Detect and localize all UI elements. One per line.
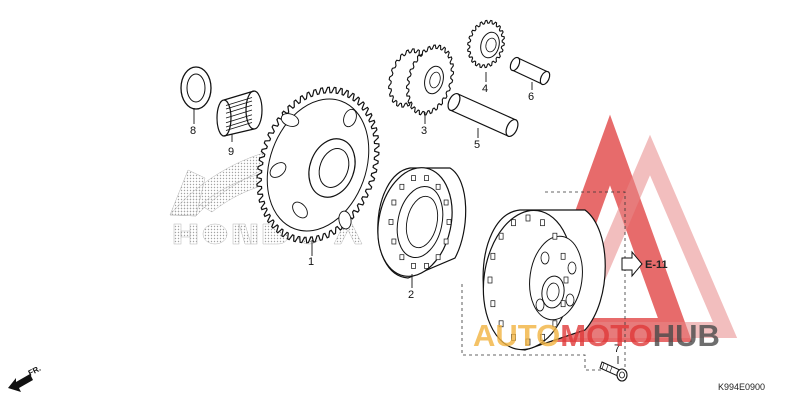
callout-8: 8 xyxy=(190,125,196,137)
callout-9: 9 xyxy=(228,146,234,158)
assembly-dashed-frame xyxy=(461,191,626,371)
watermark-part1: AUTO xyxy=(473,318,560,353)
part-5-shaft xyxy=(447,92,519,138)
front-direction-arrow: FR. xyxy=(8,364,42,392)
part-9-needle-bearing xyxy=(216,90,263,137)
part-3-idle-gear xyxy=(388,44,455,116)
callout-7: 7 xyxy=(614,343,620,355)
part-6-pin xyxy=(509,56,551,86)
front-label: FR. xyxy=(27,364,43,378)
callout-leaders xyxy=(193,72,619,364)
watermark-part3: HUB xyxy=(653,318,720,353)
part-7-bolt xyxy=(599,361,628,382)
callout-6: 6 xyxy=(528,91,534,103)
part-1-driven-gear xyxy=(256,86,380,244)
part-2-one-way-clutch xyxy=(377,167,467,279)
watermark-logo-text: AUTOMOTOHUB xyxy=(473,318,720,353)
svg-text:AUTOMOTOHUB: AUTOMOTOHUB xyxy=(473,318,720,353)
callout-3: 3 xyxy=(421,125,427,137)
callout-2: 2 xyxy=(408,289,414,301)
part-4-reduction-gear xyxy=(467,19,505,69)
callout-5: 5 xyxy=(474,139,480,151)
diagram-code: K994E0900 xyxy=(718,382,765,392)
watermark-part2: MOTO xyxy=(560,318,652,353)
callout-labels: 1 2 3 4 5 6 7 8 9 xyxy=(190,83,620,355)
callout-4: 4 xyxy=(482,83,488,95)
reference-arrow-e11: E-11 xyxy=(621,250,668,278)
reference-label: E-11 xyxy=(645,259,668,271)
part-8-washer xyxy=(180,66,212,110)
callout-1: 1 xyxy=(308,256,314,268)
starter-clutch-outer xyxy=(482,209,606,351)
